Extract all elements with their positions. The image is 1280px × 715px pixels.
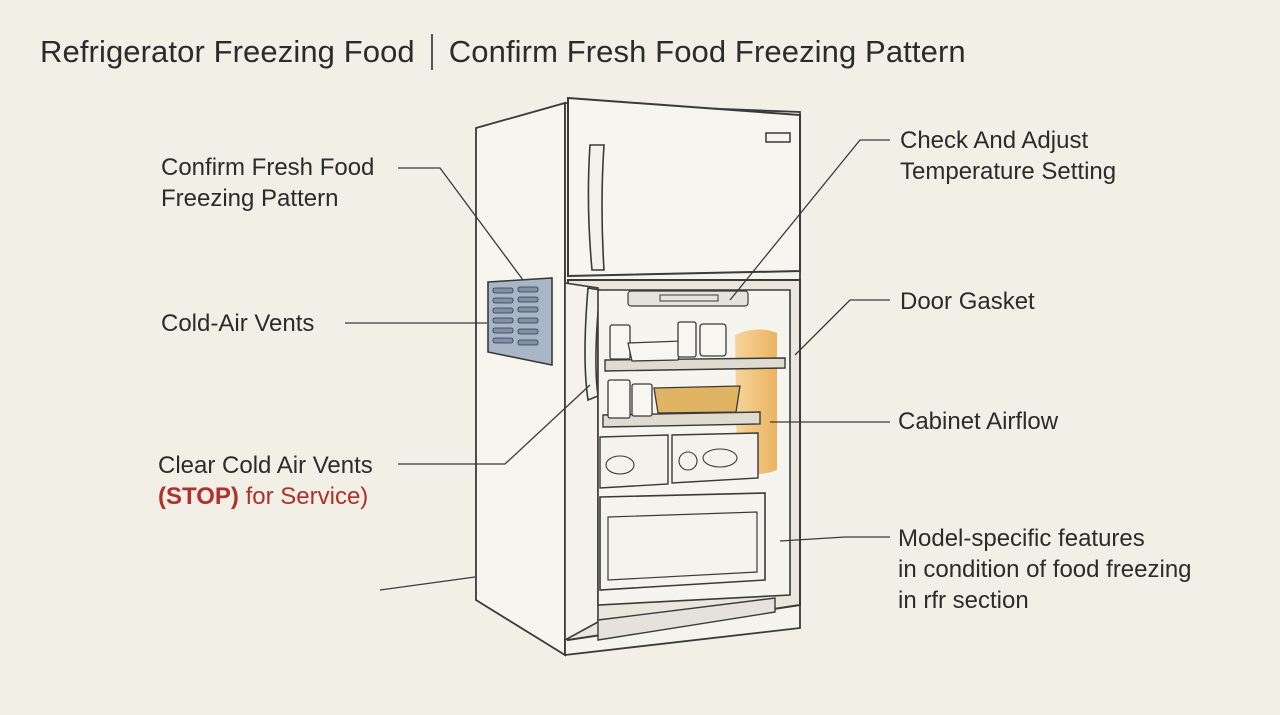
page-title: Refrigerator Freezing Food — [40, 34, 415, 69]
leader-door-gasket — [794, 299, 890, 356]
leader-model-features — [779, 536, 890, 542]
crisper-right — [671, 432, 759, 484]
leader-confirm-pattern — [398, 167, 524, 281]
stop-for-service: (STOP) for Service) — [158, 483, 369, 510]
label-model-features: Model-specific features in condition of … — [898, 525, 1192, 614]
freezer-handle — [587, 144, 605, 271]
label-clear-vents: Clear Cold Air Vents (STOP) for Service) — [158, 452, 373, 510]
freezer-badge — [765, 132, 791, 143]
label-confirm-pattern: Confirm Fresh Food Freezing Pattern — [161, 154, 375, 212]
leader-floor — [379, 576, 476, 591]
leader-temperature — [729, 139, 890, 301]
label-cabinet-airflow: Cabinet Airflow — [898, 408, 1059, 435]
leader-lines — [345, 139, 890, 591]
thermostat-panel — [627, 290, 749, 307]
title-divider — [430, 34, 433, 70]
label-cold-air-vents: Cold-Air Vents — [161, 310, 315, 337]
base-grille — [597, 597, 776, 641]
page-subtitle: Confirm Fresh Food Freezing Pattern — [448, 34, 966, 69]
bottom-drawer — [599, 492, 766, 591]
page-header: Refrigerator Freezing Food Confirm Fresh… — [40, 30, 966, 74]
label-door-gasket: Door Gasket — [900, 288, 1035, 315]
crisper-left — [599, 434, 669, 489]
fridge-side-panel — [475, 101, 566, 657]
cold-air-vent-panel — [487, 277, 553, 366]
food-tray — [653, 385, 741, 414]
leader-clear-vents — [398, 384, 591, 465]
label-temperature: Check And Adjust Temperature Setting — [900, 127, 1117, 185]
freezer-door — [567, 96, 801, 278]
